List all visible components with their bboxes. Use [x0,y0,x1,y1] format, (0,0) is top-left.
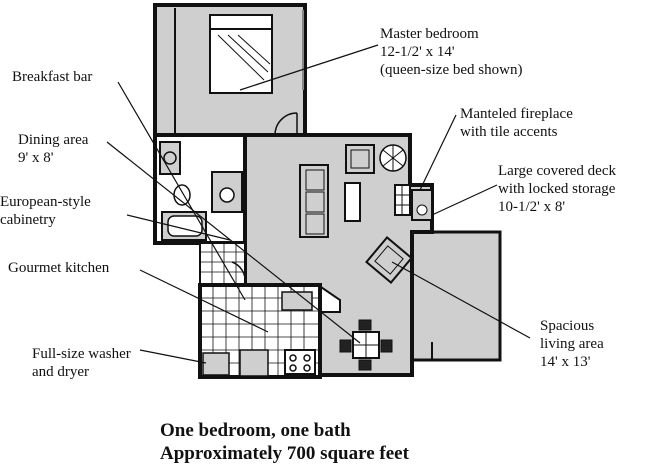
master-bedroom-note: (queen-size bed shown) [380,62,523,78]
dining-area-label: Dining area 9' x 8' [18,131,88,167]
deck [410,230,502,362]
master-bedroom-title: Master bedroom [380,26,479,42]
deck-size: 10-1/2' x 8' [498,199,566,215]
caption-line-1: One bedroom, one bath [160,420,351,441]
master-bedroom [153,3,307,137]
bathroom [153,133,247,245]
living-title: Spacious [540,318,595,334]
fireplace-label: Manteled fireplace with tile accents [460,105,573,141]
kitchen-label: Gourmet kitchen [8,259,109,277]
master-bedroom-label: Master bedroom 12-1/2' x 14' (queen-size… [380,25,522,79]
deck-desc: with locked storage [498,181,616,197]
kitchen [198,261,322,379]
living-size: 14' x 13' [540,354,591,370]
dining-area-size: 9' x 8' [18,150,54,166]
dining-area-title: Dining area [18,132,89,148]
cabinetry-label: European-style cabinetry [0,193,91,229]
breakfast-bar-title: Breakfast bar [12,69,93,85]
washer-title: Full-size washer [32,346,131,362]
cabinetry-title: European-style [0,194,91,210]
cabinetry-title-2: cabinetry [0,212,56,228]
living-label: Spacious living area 14' x 13' [540,317,604,371]
living-title-2: living area [540,336,604,352]
fireplace-title: Manteled fireplace [460,106,573,122]
master-bedroom-size: 12-1/2' x 14' [380,44,455,60]
washer-title-2: and dryer [32,364,90,380]
tiled-hallway [199,242,246,286]
fireplace-desc: with tile accents [460,124,558,140]
deck-label: Large covered deck with locked storage 1… [498,162,616,216]
leader-lines [106,44,531,364]
washer-label: Full-size washer and dryer [32,345,131,381]
caption-line-2: Approximately 700 square feet [160,443,409,464]
breakfast-bar-label: Breakfast bar [12,68,92,86]
kitchen-title: Gourmet kitchen [8,260,110,276]
deck-title: Large covered deck [498,163,616,179]
